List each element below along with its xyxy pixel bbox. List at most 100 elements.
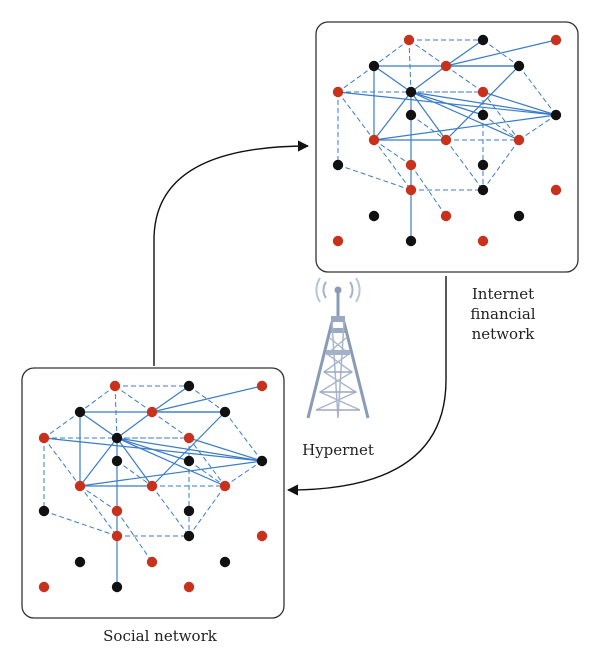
internet-node-black: [332, 159, 344, 171]
internet-solid-link: [410, 91, 520, 141]
internet-solid-link: [410, 91, 557, 116]
social-dashed-link: [79, 385, 116, 413]
social-node-black: [111, 455, 123, 467]
internet-node-black: [513, 60, 525, 72]
internet-node-black: [477, 184, 489, 196]
social-node-black: [183, 505, 195, 517]
internet-node-red: [477, 235, 489, 247]
social-solid-link: [151, 385, 190, 413]
social-node-black: [219, 406, 231, 418]
internet-node-black: [477, 159, 489, 171]
social-node-red: [256, 380, 268, 392]
radio-tower-icon: [306, 277, 370, 419]
social-node-red: [146, 480, 158, 492]
social-node-red: [183, 432, 195, 444]
internet-node-red: [405, 159, 417, 171]
internet-node-black: [368, 60, 380, 72]
internet-label-line-2: financial: [470, 305, 536, 323]
social-dashed-link: [79, 485, 118, 537]
internet-dashed-link: [337, 91, 375, 141]
internet-node-red: [440, 210, 452, 222]
internet-node-black: [513, 210, 525, 222]
internet-label-line-3: network: [471, 325, 535, 343]
social-node-red: [183, 581, 195, 593]
internet-label-line-1: Internet: [471, 285, 535, 303]
social-node-red: [38, 432, 50, 444]
internet-dashed-link: [337, 164, 412, 191]
social-dashed-link: [116, 510, 153, 563]
social-network-panel: [21, 367, 285, 619]
internet-node-red: [513, 134, 525, 146]
social-dashed-link: [224, 411, 263, 462]
social-solid-link: [188, 437, 263, 462]
arrow-internet-to-social: [286, 276, 447, 496]
internet-dashed-link: [410, 114, 447, 141]
internet-financial-network-panel: [315, 21, 579, 273]
internet-dashed-link: [373, 139, 412, 191]
internet-node-black: [477, 34, 489, 46]
social-dashed-link: [43, 510, 118, 537]
internet-node-black: [405, 109, 417, 121]
social-dashed-link: [151, 485, 190, 537]
social-dashed-link: [188, 437, 226, 487]
social-node-black: [256, 455, 268, 467]
social-solid-link: [79, 460, 263, 487]
internet-frame: [315, 21, 579, 273]
social-dashed-link: [43, 437, 81, 487]
social-frame: [21, 367, 285, 619]
internet-dashed-link: [410, 164, 447, 217]
social-dashed-link: [188, 485, 226, 537]
social-solid-link: [79, 411, 118, 439]
social-node-black: [219, 556, 231, 568]
internet-node-red: [477, 86, 489, 98]
internet-node-black: [405, 235, 417, 247]
internet-solid-link: [445, 39, 557, 67]
internet-node-red: [368, 134, 380, 146]
internet-solid-link: [482, 91, 557, 116]
social-solid-link: [116, 437, 263, 462]
social-node-black: [74, 406, 86, 418]
internet-dashed-link: [482, 139, 520, 191]
social-solid-link: [151, 385, 263, 413]
social-solid-link: [79, 437, 118, 487]
social-node-red: [109, 380, 121, 392]
internet-node-red: [332, 86, 344, 98]
social-solid-link: [116, 437, 190, 462]
social-node-red: [146, 406, 158, 418]
social-node-red: [74, 480, 86, 492]
internet-dashed-link: [482, 114, 520, 141]
social-dashed-link: [116, 460, 153, 487]
internet-node-red: [440, 60, 452, 72]
internet-node-black: [477, 109, 489, 121]
social-dashed-link: [188, 460, 226, 487]
social-node-red: [38, 581, 50, 593]
internet-dashed-link: [482, 91, 520, 141]
social-node-red: [219, 480, 231, 492]
social-node-red: [256, 530, 268, 542]
internet-node-red: [550, 184, 562, 196]
social-node-black: [111, 581, 123, 593]
internet-node-red: [405, 184, 417, 196]
internet-node-black: [550, 109, 562, 121]
internet-solid-link: [373, 114, 557, 141]
social-node-black: [183, 455, 195, 467]
social-node-black: [38, 505, 50, 517]
internet-solid-link: [445, 39, 484, 67]
social-node-black: [183, 380, 195, 392]
social-node-black: [74, 556, 86, 568]
internet-node-black: [368, 210, 380, 222]
internet-node-red: [403, 34, 415, 46]
social-network-label: Social network: [103, 627, 217, 645]
internet-solid-link: [373, 91, 412, 141]
internet-solid-link: [373, 65, 412, 93]
social-node-black: [111, 432, 123, 444]
internet-node-red: [440, 134, 452, 146]
internet-node-red: [550, 34, 562, 46]
internet-solid-link: [410, 91, 484, 116]
hypernet-label: Hypernet: [302, 441, 374, 459]
arrow-social-to-internet: [153, 140, 310, 366]
social-solid-link: [116, 437, 226, 487]
internet-dashed-link: [445, 139, 484, 191]
social-node-red: [111, 505, 123, 517]
